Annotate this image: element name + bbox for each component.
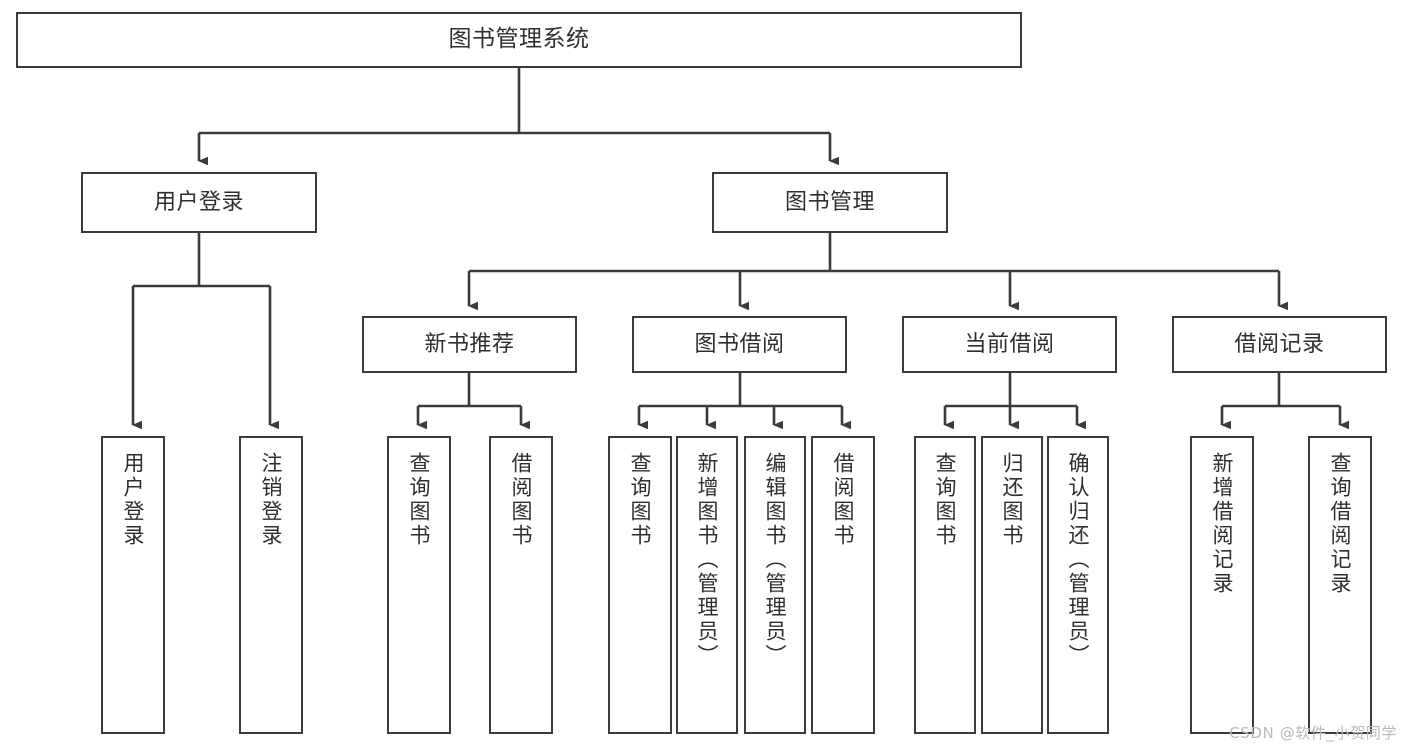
- node-label: 查询图书: [407, 452, 432, 548]
- node-leaf-user-login[interactable]: 用户登录: [101, 436, 165, 734]
- node-leaf-user-logout[interactable]: 注销登录: [239, 436, 303, 734]
- node-label: 新增图书（管理员）: [695, 452, 720, 668]
- node-label: 借阅图书: [831, 452, 856, 548]
- node-label: 新书推荐: [424, 331, 515, 357]
- node-label: 用户登录: [121, 452, 146, 548]
- node-label: 查询借阅记录: [1328, 452, 1353, 596]
- node-leaf-query-book-2[interactable]: 查询图书: [608, 436, 672, 734]
- node-label: 图书管理: [784, 189, 875, 215]
- node-leaf-add-book[interactable]: 新增图书（管理员）: [676, 436, 738, 734]
- node-label: 新增借阅记录: [1210, 452, 1235, 596]
- node-book-management[interactable]: 图书管理: [712, 172, 948, 233]
- node-leaf-return-book[interactable]: 归还图书: [981, 436, 1043, 734]
- node-label: 查询图书: [933, 452, 958, 548]
- node-label: 当前借阅: [964, 331, 1055, 357]
- node-leaf-query-book-3[interactable]: 查询图书: [914, 436, 976, 734]
- node-leaf-borrow-book-2[interactable]: 借阅图书: [811, 436, 875, 734]
- node-label: 用户登录: [153, 189, 244, 215]
- node-new-book-recommend[interactable]: 新书推荐: [362, 316, 577, 373]
- node-leaf-borrow-book-1[interactable]: 借阅图书: [489, 436, 553, 734]
- node-leaf-add-record[interactable]: 新增借阅记录: [1190, 436, 1254, 734]
- node-label: 确认归还（管理员）: [1066, 452, 1091, 668]
- node-label: 注销登录: [259, 452, 284, 548]
- node-leaf-edit-book[interactable]: 编辑图书（管理员）: [744, 436, 806, 734]
- node-book-borrow[interactable]: 图书借阅: [632, 316, 847, 373]
- node-leaf-confirm-return[interactable]: 确认归还（管理员）: [1047, 436, 1109, 734]
- node-label: 查询图书: [628, 452, 653, 548]
- node-label: 图书管理系统: [448, 26, 590, 53]
- node-label: 借阅记录: [1234, 331, 1325, 357]
- node-leaf-query-record[interactable]: 查询借阅记录: [1308, 436, 1372, 734]
- node-leaf-query-book-1[interactable]: 查询图书: [387, 436, 451, 734]
- node-root-book-management-system[interactable]: 图书管理系统: [16, 12, 1022, 68]
- node-user-login[interactable]: 用户登录: [81, 172, 317, 233]
- node-label: 归还图书: [1000, 452, 1025, 548]
- node-current-borrow[interactable]: 当前借阅: [902, 316, 1117, 373]
- csdn-watermark: CSDN @软件_小贺同学: [1229, 724, 1397, 742]
- node-label: 借阅图书: [509, 452, 534, 548]
- node-borrow-record[interactable]: 借阅记录: [1172, 316, 1387, 373]
- node-label: 图书借阅: [694, 331, 785, 357]
- node-label: 编辑图书（管理员）: [763, 452, 788, 668]
